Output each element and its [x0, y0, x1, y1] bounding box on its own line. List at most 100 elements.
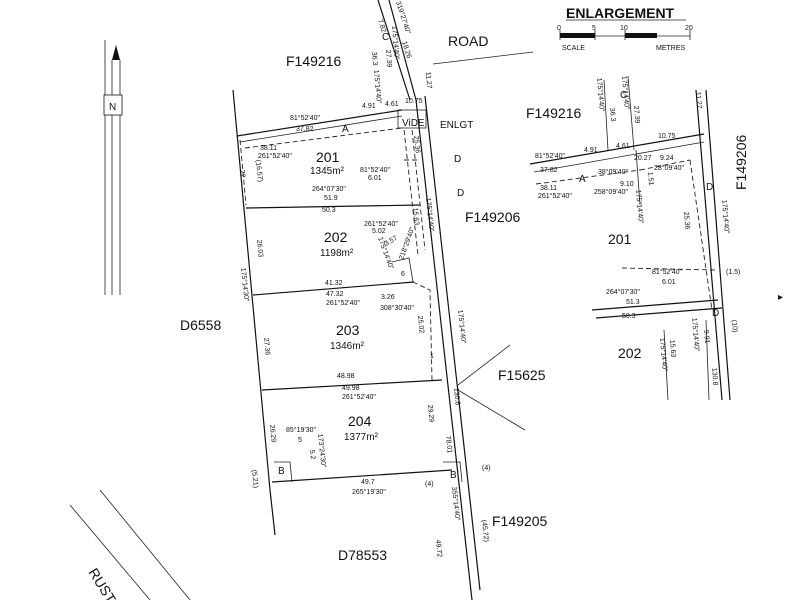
dim: 130.8 — [710, 368, 719, 386]
dim: 5.2 — [308, 449, 316, 460]
dim: 50.3 — [322, 207, 336, 214]
dim: 37.82 — [540, 167, 558, 174]
dim: 15.63 — [411, 207, 420, 225]
easement-b: B — [278, 466, 285, 477]
dim: 1 — [430, 353, 434, 360]
dim: 175°14'40" — [690, 317, 701, 352]
parcel-f15625: F15625 — [498, 367, 546, 383]
dim: 6.01 — [368, 175, 382, 182]
dim: 130.8 — [452, 387, 461, 405]
dim: 175°14'40" — [456, 309, 468, 344]
lot-204: 204 — [348, 413, 372, 429]
lot-203: 203 — [336, 322, 360, 338]
dim: 51.9 — [324, 195, 338, 202]
dim: 25.02 — [416, 315, 425, 333]
dim: 36.3 — [370, 52, 378, 66]
dim: 9.91 — [702, 330, 710, 344]
dim: 81°52'40" — [360, 166, 390, 174]
main-dimensions: 7.82 319°27'40" 36.3 27.39 18.26 175°14'… — [238, 0, 491, 558]
rustic-label: RUSTIC — [85, 565, 126, 600]
dim: 29.29 — [426, 404, 435, 422]
vide-label: ViDE — [402, 118, 425, 129]
dim: 48.98 — [337, 373, 355, 380]
dim: 175°14'40" — [595, 77, 606, 112]
scale-word: SCALE — [562, 45, 585, 52]
enl-easement-c: C — [620, 90, 627, 101]
main-plan-linework — [69, 0, 534, 600]
dim: 4.61 — [616, 143, 630, 150]
dim: 175°14'30" — [239, 267, 251, 302]
dim: 261°52'40" — [364, 220, 398, 228]
dim: 4.91 — [362, 103, 376, 110]
dim: (4) — [482, 465, 491, 472]
dim: (4) — [425, 481, 434, 488]
road-label: ROAD — [448, 33, 488, 49]
dim: 26.03 — [255, 239, 264, 257]
dim: 38.11 — [260, 145, 277, 152]
enlargement-title: ENLARGEMENT — [566, 5, 675, 21]
dim: 81°52'40" — [535, 152, 565, 160]
dim: 85°19'30" — [286, 426, 316, 434]
easement-c: C — [382, 32, 389, 43]
dim: 20.27 — [634, 155, 652, 162]
dim: 22 — [238, 169, 246, 178]
dim: 78.01 — [444, 435, 453, 453]
dim: 11.27 — [694, 92, 702, 110]
dim: 175°14'40" — [424, 197, 436, 232]
parcel-f149205: F149205 — [492, 513, 547, 529]
dim: 28°09'40" — [654, 164, 684, 172]
dim: 18.26 — [400, 40, 412, 59]
dim: 1.51 — [646, 172, 654, 186]
dim: 27.39 — [384, 50, 393, 68]
dim: 26.29 — [268, 424, 277, 442]
dim: 308°30'40" — [380, 304, 414, 312]
dim: 5 — [298, 437, 302, 444]
dim: 9.10 — [620, 181, 634, 188]
dim: 81°52'40" — [290, 114, 320, 122]
enl-lot-201: 201 — [608, 231, 632, 247]
lot-204-area: 1377m² — [344, 432, 379, 443]
dim: 10.75 — [658, 133, 676, 140]
dim: 175°14'40" — [390, 25, 401, 60]
lot-201: 201 — [316, 149, 340, 165]
north-arrow — [103, 45, 123, 295]
dim: 5.02 — [372, 228, 386, 235]
right-arrow-icon: ▸ — [778, 292, 783, 303]
dim: 81°52'40" — [652, 268, 682, 276]
dim: 261°52'40" — [326, 299, 360, 307]
dim: (16.57) — [254, 159, 263, 182]
easement-b: B — [450, 470, 457, 481]
dim: 175°14'40" — [720, 199, 731, 234]
parcel-d6558: D6558 — [180, 317, 221, 333]
dim: (45.72) — [480, 519, 489, 542]
dim: 38°09'40" — [598, 168, 628, 176]
dim: 49.72 — [434, 539, 443, 557]
north-label: N — [109, 102, 116, 113]
dim: 173°24'30" — [316, 433, 328, 468]
scale-tick-0: 0 — [557, 25, 561, 32]
dim: 175°14'40" — [620, 75, 631, 110]
scale-tick-10: 10 — [620, 25, 628, 32]
dim: 41.32 — [325, 280, 343, 287]
dim: 264°07'30" — [312, 185, 346, 193]
parcel-f149206: F149206 — [465, 209, 520, 225]
lot-203-area: 1346m² — [330, 341, 365, 352]
easement-a: A — [342, 124, 349, 135]
dim: 3.26 — [381, 294, 395, 301]
enl-easement-a: A — [579, 174, 586, 185]
dim: 261°52'40" — [538, 192, 572, 200]
dim: 51.3 — [626, 299, 640, 306]
dim: 11.27 — [424, 72, 432, 90]
dim: 175°14'40" — [372, 69, 383, 104]
enlargement-linework — [529, 19, 731, 401]
parcel-d78553: D78553 — [338, 547, 387, 563]
dim: 50.3 — [622, 313, 636, 320]
dim: (5.21) — [250, 469, 259, 488]
easement-d: D — [454, 154, 461, 165]
lot-202: 202 — [324, 229, 348, 245]
dim: 175°14'40" — [634, 189, 645, 224]
dim: 258°09'40" — [594, 188, 628, 196]
enlgt-label: ENLGT — [440, 120, 473, 131]
parcel-f149216: F149216 — [286, 53, 341, 69]
metres-word: METRES — [656, 45, 686, 52]
